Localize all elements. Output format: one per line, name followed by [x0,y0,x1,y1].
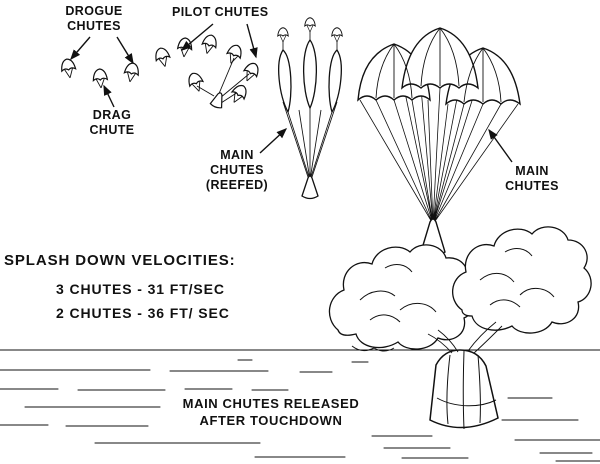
main-chutes-reefed-label: MAIN CHUTES (REEFED) [205,148,269,192]
drogue-chute-icon [59,57,78,80]
arrow [259,128,288,154]
drag-chute-icon [91,67,109,90]
capsule-icon [209,90,227,110]
pilot-chute-icon [152,45,173,70]
pilot-chutes-label: PILOT CHUTES [172,5,269,19]
pilot-chute-icon [331,27,343,43]
splashdown-stage [328,226,600,462]
arrow [246,23,258,59]
splashdown-velocities-title: SPLASH DOWN VELOCITIES: [4,252,236,269]
arrow [70,36,91,61]
reefed-main-chutes-stage [277,17,343,200]
pilot-chute-icon [223,42,245,67]
pilot-chute-icon [185,70,207,95]
caption-after-touchdown: AFTER TOUCHDOWN [199,413,343,428]
label-arrows [70,23,513,163]
main-chutes-label: MAIN CHUTES [505,164,559,193]
drag-chute-label: DRAG CHUTE [89,108,135,137]
arrow [116,36,134,65]
deflated-main-chutes [328,226,592,352]
drogue-pilot-chute-cluster [59,32,262,110]
arrow [180,23,214,51]
caption-main-chutes-released: MAIN CHUTES RELEASED [182,396,360,411]
arrow [488,128,513,163]
pilot-chute-icon [199,32,220,57]
chute-risers [427,321,503,354]
arrow [103,84,115,108]
pilot-chute-icon [277,27,289,43]
velocity-line-2-chutes: 2 CHUTES - 36 FT/ SEC [56,305,230,321]
foreground-water-lines [371,397,600,462]
shroud-lines [359,87,519,225]
drogue-chute-icon [122,61,141,84]
pilot-chute-icon [227,81,251,107]
floating-capsule [429,349,499,430]
velocity-line-3-chutes: 3 CHUTES - 31 FT/SEC [56,281,225,297]
drogue-chutes-label: DROGUE CHUTES [65,4,123,33]
pilot-chute-icon [304,17,316,33]
ocean-water-lines [0,349,600,458]
pilot-chute-icon [239,60,262,85]
deployed-main-chutes-stage [357,27,521,257]
capsule-icon [301,175,319,200]
